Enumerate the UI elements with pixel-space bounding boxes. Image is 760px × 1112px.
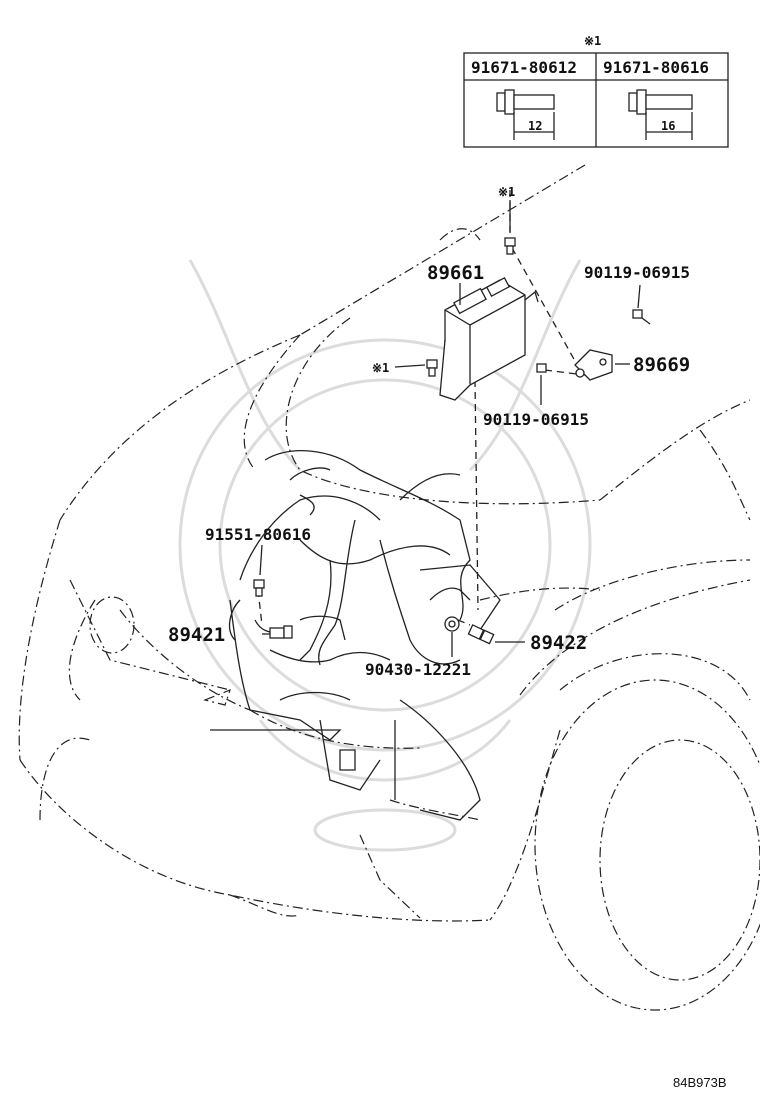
- table-part-number-1: 91671-80612: [471, 58, 577, 77]
- ecu-module: [439, 277, 539, 401]
- diagram-code: 84B973B: [673, 1075, 727, 1090]
- bolt-lower: [536, 363, 547, 373]
- bolt-12-drawing: [496, 89, 555, 140]
- label-bracket-89669: 89669: [633, 354, 690, 376]
- label-sensor-89421: 89421: [168, 624, 225, 646]
- bolt-length-16: 16: [661, 119, 675, 133]
- bolt-right: [632, 309, 651, 325]
- bracket-part: [574, 349, 613, 381]
- label-bolt-90119-lower: 90119-06915: [483, 410, 589, 429]
- bolt-top: [504, 237, 516, 255]
- label-bolt-90119-right: 90119-06915: [584, 263, 690, 282]
- sensor-89421: [269, 625, 293, 639]
- label-bolt-91551: 91551-80616: [205, 525, 311, 544]
- bolt-engine: [253, 579, 265, 597]
- table-part-number-2: 91671-80616: [603, 58, 709, 77]
- vehicle-outline: [18, 164, 760, 1011]
- table-note-mark: ※1: [584, 34, 601, 48]
- gasket-washer: [444, 616, 460, 632]
- note-mark-left: ※1: [372, 361, 389, 375]
- sensor-89422: [467, 624, 495, 645]
- note-mark-top: ※1: [498, 185, 515, 199]
- label-gasket-90430: 90430-12221: [365, 660, 471, 679]
- engine-assembly: [210, 450, 501, 821]
- bolt-length-12: 12: [528, 119, 542, 133]
- bolt-16-drawing: [628, 89, 693, 140]
- leader-lines: [259, 200, 641, 657]
- bolt-left: [426, 359, 438, 377]
- watermark-emblem: [178, 259, 592, 852]
- label-sensor-89422: 89422: [530, 632, 587, 654]
- label-ecu-89661: 89661: [427, 262, 484, 284]
- fastener-table: ※1 91671-80612 91671-80616 12 16: [463, 34, 729, 148]
